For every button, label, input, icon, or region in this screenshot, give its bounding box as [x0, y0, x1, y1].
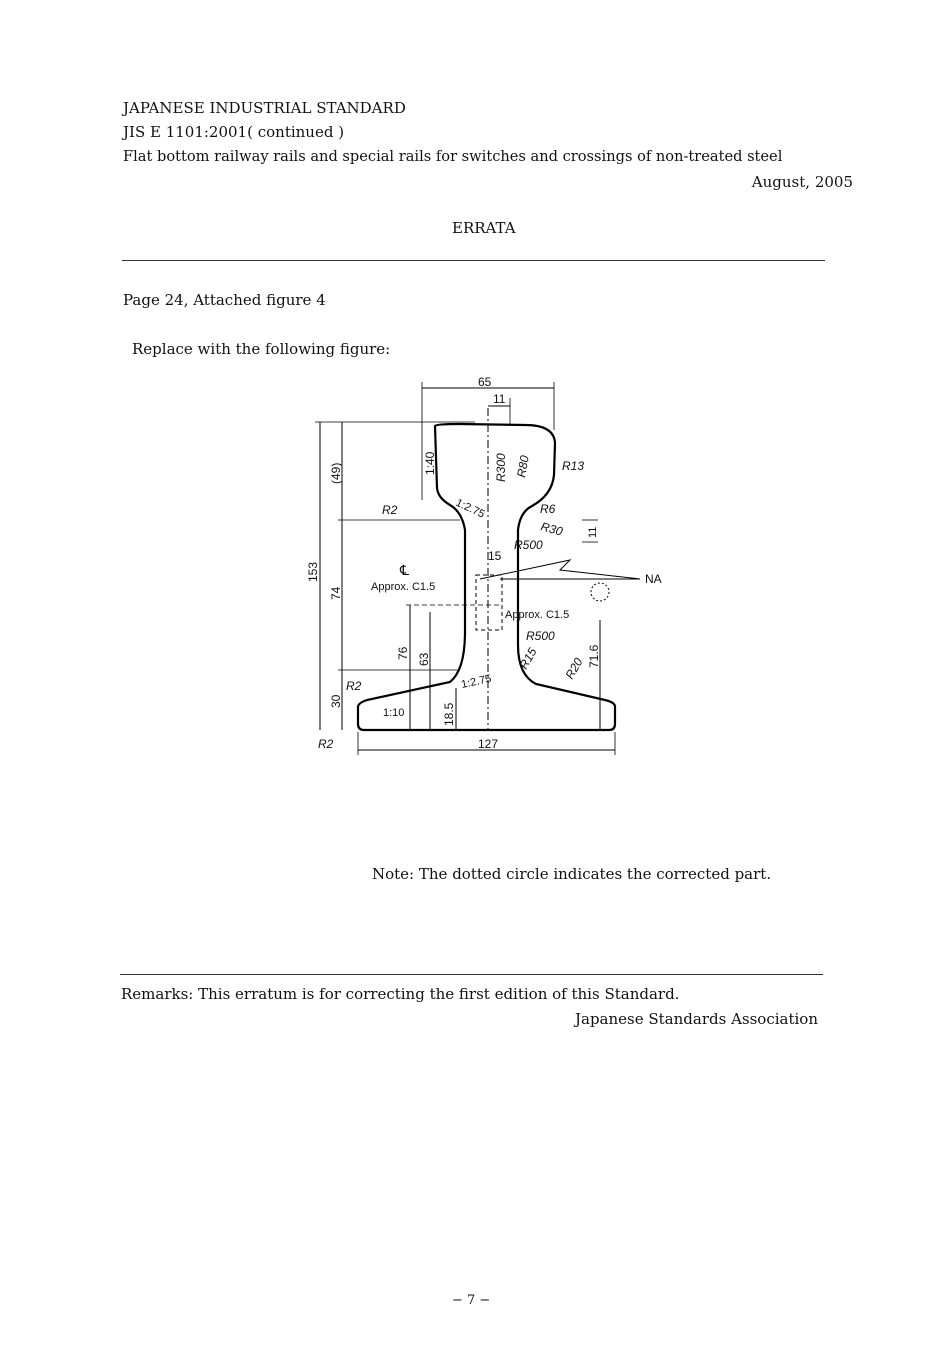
slope-1-2-75-top: 1:2.75 — [454, 497, 487, 521]
radius-r6: R6 — [540, 502, 556, 516]
figure-note: Note: The dotted circle indicates the co… — [372, 865, 772, 883]
radius-r300: R300 — [494, 453, 508, 482]
dim-11-label: 11 — [493, 392, 506, 406]
radius-r2-mid: R2 — [346, 679, 362, 693]
radius-r30: R30 — [539, 519, 564, 538]
dim-76-label: 76 — [396, 646, 410, 660]
errata-instruction: Replace with the following figure: — [132, 340, 391, 358]
approx-c1-5-right: Approx. C1.5 — [505, 609, 569, 621]
radius-r20: R20 — [562, 655, 585, 681]
dim-11-right-label: 11 — [587, 527, 599, 538]
dim-153-label: 153 — [306, 562, 320, 582]
page-number: − 7 − — [452, 1293, 491, 1308]
radius-r15: R15 — [516, 645, 539, 671]
dim-65-label: 65 — [478, 375, 492, 389]
divider-top — [122, 260, 825, 261]
dim-74-label: 74 — [329, 586, 343, 600]
slope-1-2-75-bottom: 1:2.75 — [460, 673, 492, 691]
na-line — [479, 559, 641, 580]
radius-r80: R80 — [514, 454, 532, 478]
dim-127-label: 127 — [478, 737, 498, 751]
errata-title: ERRATA — [452, 219, 516, 237]
radius-r13: R13 — [562, 459, 584, 473]
dim-30-label: 30 — [329, 694, 343, 708]
dim-63-label: 63 — [417, 652, 431, 666]
header-jis-number: JIS E 1101:2001( continued ) — [123, 123, 345, 141]
rail-outline — [356, 422, 617, 732]
header-date: August, 2005 — [751, 173, 853, 191]
radius-r500-bottom: R500 — [526, 629, 555, 643]
header-title: Flat bottom railway rails and special ra… — [123, 148, 783, 165]
corrected-dotted-circle — [590, 582, 610, 602]
divider-bottom — [120, 974, 823, 975]
slope-1-40: 1:40 — [423, 451, 437, 475]
rail-profile-figure: 65 11 153 (49) 74 30 76 63 18.5 127 71.6… — [306, 375, 662, 755]
approx-c1-5-left: Approx. C1.5 — [371, 581, 435, 593]
dim-15-label: 15 — [488, 549, 502, 563]
web-section-box — [475, 574, 503, 631]
slope-1-10: 1:10 — [383, 707, 404, 719]
dim-49-label: (49) — [329, 463, 343, 484]
dim-71-6-label: 71.6 — [587, 644, 601, 668]
radius-r500-top: R500 — [514, 538, 543, 552]
radius-r2-top: R2 — [382, 503, 398, 517]
centerline-symbol: ℄ — [399, 562, 409, 578]
header-standard: JAPANESE INDUSTRIAL STANDARD — [123, 99, 406, 117]
publisher: Japanese Standards Association — [575, 1010, 818, 1028]
radius-r2-bottom: R2 — [318, 737, 334, 751]
dim-18-5-label: 18.5 — [442, 702, 456, 726]
errata-location: Page 24, Attached figure 4 — [123, 291, 326, 309]
remarks: Remarks: This erratum is for correcting … — [121, 985, 680, 1003]
na-label: NA — [645, 572, 662, 586]
